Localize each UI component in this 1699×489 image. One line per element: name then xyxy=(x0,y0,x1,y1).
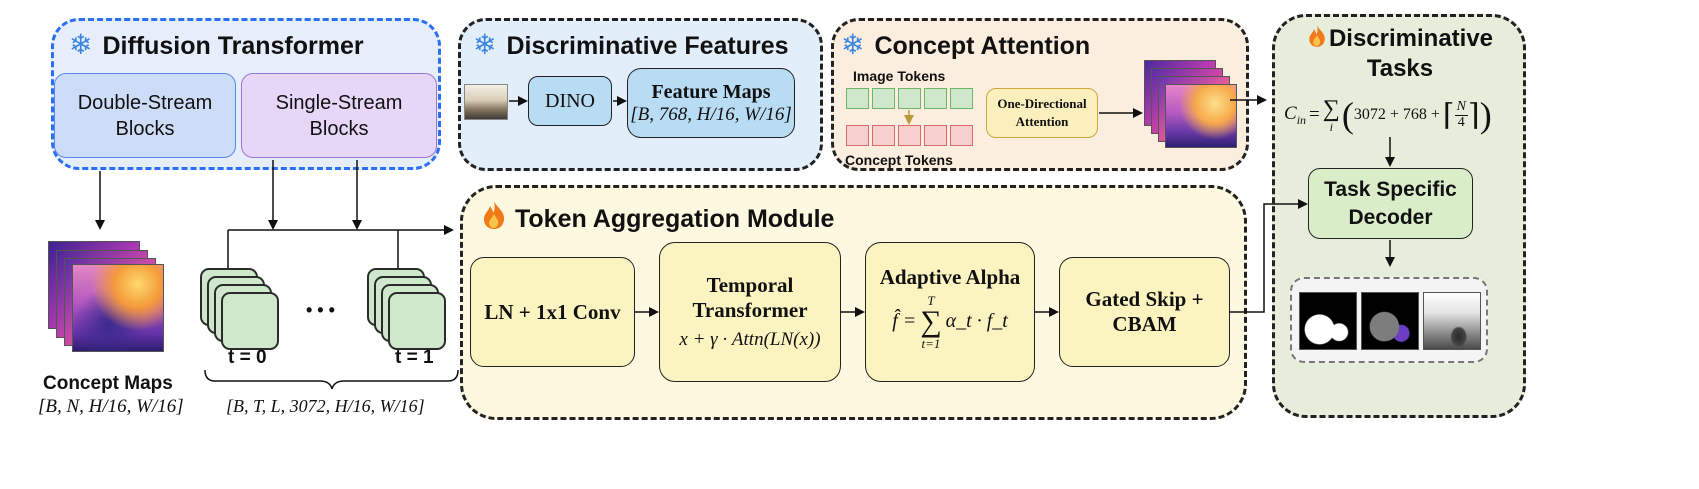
concept-attention-title-row: ❄ Concept Attention xyxy=(841,28,1090,61)
timestep-brace xyxy=(204,369,459,390)
image-token xyxy=(924,88,947,109)
ceil-close: ⌉ xyxy=(1467,98,1480,132)
feature-maps-title: Feature Maps xyxy=(651,80,771,103)
attention-map xyxy=(1165,84,1237,148)
concept-token xyxy=(872,125,895,146)
adaptive-alpha-title: Adaptive Alpha xyxy=(879,264,1021,289)
timestep-shape: [B, T, L, 3072, H/16, W/16] xyxy=(226,396,425,416)
flame-icon xyxy=(484,201,505,229)
alpha-sum-top: T xyxy=(927,292,935,308)
gated-skip-cbam-label: Gated Skip + CBAM xyxy=(1085,286,1204,336)
ln-conv-block: LN + 1x1 Conv xyxy=(470,257,635,367)
cin-inner: 3072 + 768 + xyxy=(1353,106,1440,123)
temporal-transformer-formula: x + γ · Attn(LN(x)) xyxy=(679,329,821,351)
alpha-formula-rhs: α_t · f_t xyxy=(945,310,1008,332)
cin-fraction: N 4 xyxy=(1454,98,1468,130)
image-token xyxy=(872,88,895,109)
task-specific-decoder: Task Specific Decoder xyxy=(1308,168,1473,239)
depth-output xyxy=(1423,292,1481,350)
double-stream-label: Double-Stream Blocks xyxy=(77,91,213,140)
alpha-sum: T ∑ t=1 xyxy=(920,294,941,350)
timestep-t1-label: t = 1 xyxy=(395,347,434,368)
gated-skip-cbam-block: Gated Skip + CBAM xyxy=(1059,257,1230,367)
alpha-formula-lhs: f̂ = xyxy=(892,310,917,332)
ln-conv-label: LN + 1x1 Conv xyxy=(484,299,621,324)
concept-token xyxy=(846,125,869,146)
cin-fraction-den: 4 xyxy=(1457,114,1465,130)
concept-token xyxy=(950,125,973,146)
diffusion-transformer-title: Diffusion Transformer xyxy=(102,32,364,60)
cin-sum: ∑ i xyxy=(1323,97,1340,133)
timestep-feature-card xyxy=(388,292,446,350)
cin-lhs-symbol: C xyxy=(1284,102,1297,124)
paren-open: ( xyxy=(1341,95,1354,135)
image-tokens-label: Image Tokens xyxy=(853,68,946,84)
concept-tokens-label: Concept Tokens xyxy=(845,152,953,168)
ceil-open: ⌈ xyxy=(1442,98,1455,132)
image-token xyxy=(950,88,973,109)
cin-formula: Cin = ∑ i ( 3072 + 768 + ⌈ N 4 ⌉ ) xyxy=(1284,90,1522,140)
feature-maps-shape: [B, 768, H/16, W/16] xyxy=(630,103,792,125)
temporal-transformer-title: Temporal Transformer xyxy=(692,272,808,322)
paren-close: ) xyxy=(1479,95,1492,135)
concept-maps-shape: [B, N, H/16, W/16] xyxy=(38,396,184,417)
one-directional-attention-block: One-Directional Attention xyxy=(986,88,1098,138)
discriminative-tasks-title-row: Discriminative Tasks xyxy=(1290,24,1510,84)
snowflake-icon: ❄ xyxy=(473,29,497,60)
cin-fraction-num: N xyxy=(1454,98,1468,116)
task-specific-decoder-label: Task Specific Decoder xyxy=(1324,178,1457,229)
single-stream-blocks: Single-Stream Blocks xyxy=(241,73,437,158)
double-stream-blocks: Double-Stream Blocks xyxy=(54,73,236,158)
timestep-t0-label: t = 0 xyxy=(228,347,267,368)
single-stream-label: Single-Stream Blocks xyxy=(275,91,403,140)
flame-icon xyxy=(1309,25,1325,47)
concept-token xyxy=(924,125,947,146)
diffusion-transformer-title-row: ❄ Diffusion Transformer xyxy=(69,28,364,61)
arrow-gated-to-decoder xyxy=(1230,199,1308,313)
adaptive-alpha-formula: f̂ = T ∑ t=1 α_t · f_t xyxy=(892,294,1008,350)
ellipsis: • • • xyxy=(306,300,335,320)
equals-glyph: = xyxy=(1309,104,1320,125)
dino-label: DINO xyxy=(545,89,595,112)
token-aggregation-title: Token Aggregation Module xyxy=(515,205,835,233)
image-token xyxy=(846,88,869,109)
temporal-transformer-block: Temporal Transformer x + γ · Attn(LN(x)) xyxy=(659,242,841,382)
instance-output xyxy=(1361,292,1419,350)
adaptive-alpha-block: Adaptive Alpha f̂ = T ∑ t=1 α_t · f_t xyxy=(865,242,1035,382)
cin-lhs: Cin xyxy=(1284,103,1306,128)
concept-token xyxy=(898,125,921,146)
one-directional-attention-label: One-Directional Attention xyxy=(997,96,1087,129)
image-token xyxy=(898,88,921,109)
snowflake-icon: ❄ xyxy=(69,29,93,60)
discriminative-features-title: Discriminative Features xyxy=(506,32,789,60)
sigma-glyph: ∑ xyxy=(920,304,942,338)
token-aggregation-title-row: Token Aggregation Module xyxy=(481,200,834,234)
snowflake-icon: ❄ xyxy=(841,29,865,60)
feature-maps-block: Feature Maps [B, 768, H/16, W/16] xyxy=(627,68,795,138)
timestep-feature-card xyxy=(221,292,279,350)
concept-map xyxy=(72,264,164,352)
cin-lhs-subscript: in xyxy=(1296,112,1307,127)
alpha-sum-bottom: t=1 xyxy=(921,335,941,351)
dino-block: DINO xyxy=(528,76,612,126)
discriminative-features-title-row: ❄ Discriminative Features xyxy=(473,28,789,61)
cin-sum-sub: i xyxy=(1329,120,1333,134)
concept-maps-label: Concept Maps xyxy=(43,373,173,394)
sigma-glyph: ∑ xyxy=(1322,96,1340,122)
input-image-thumbnail xyxy=(464,84,508,120)
discriminative-tasks-title: Discriminative Tasks xyxy=(1328,25,1494,82)
segmentation-output xyxy=(1299,292,1357,350)
concept-attention-title: Concept Attention xyxy=(874,32,1091,60)
